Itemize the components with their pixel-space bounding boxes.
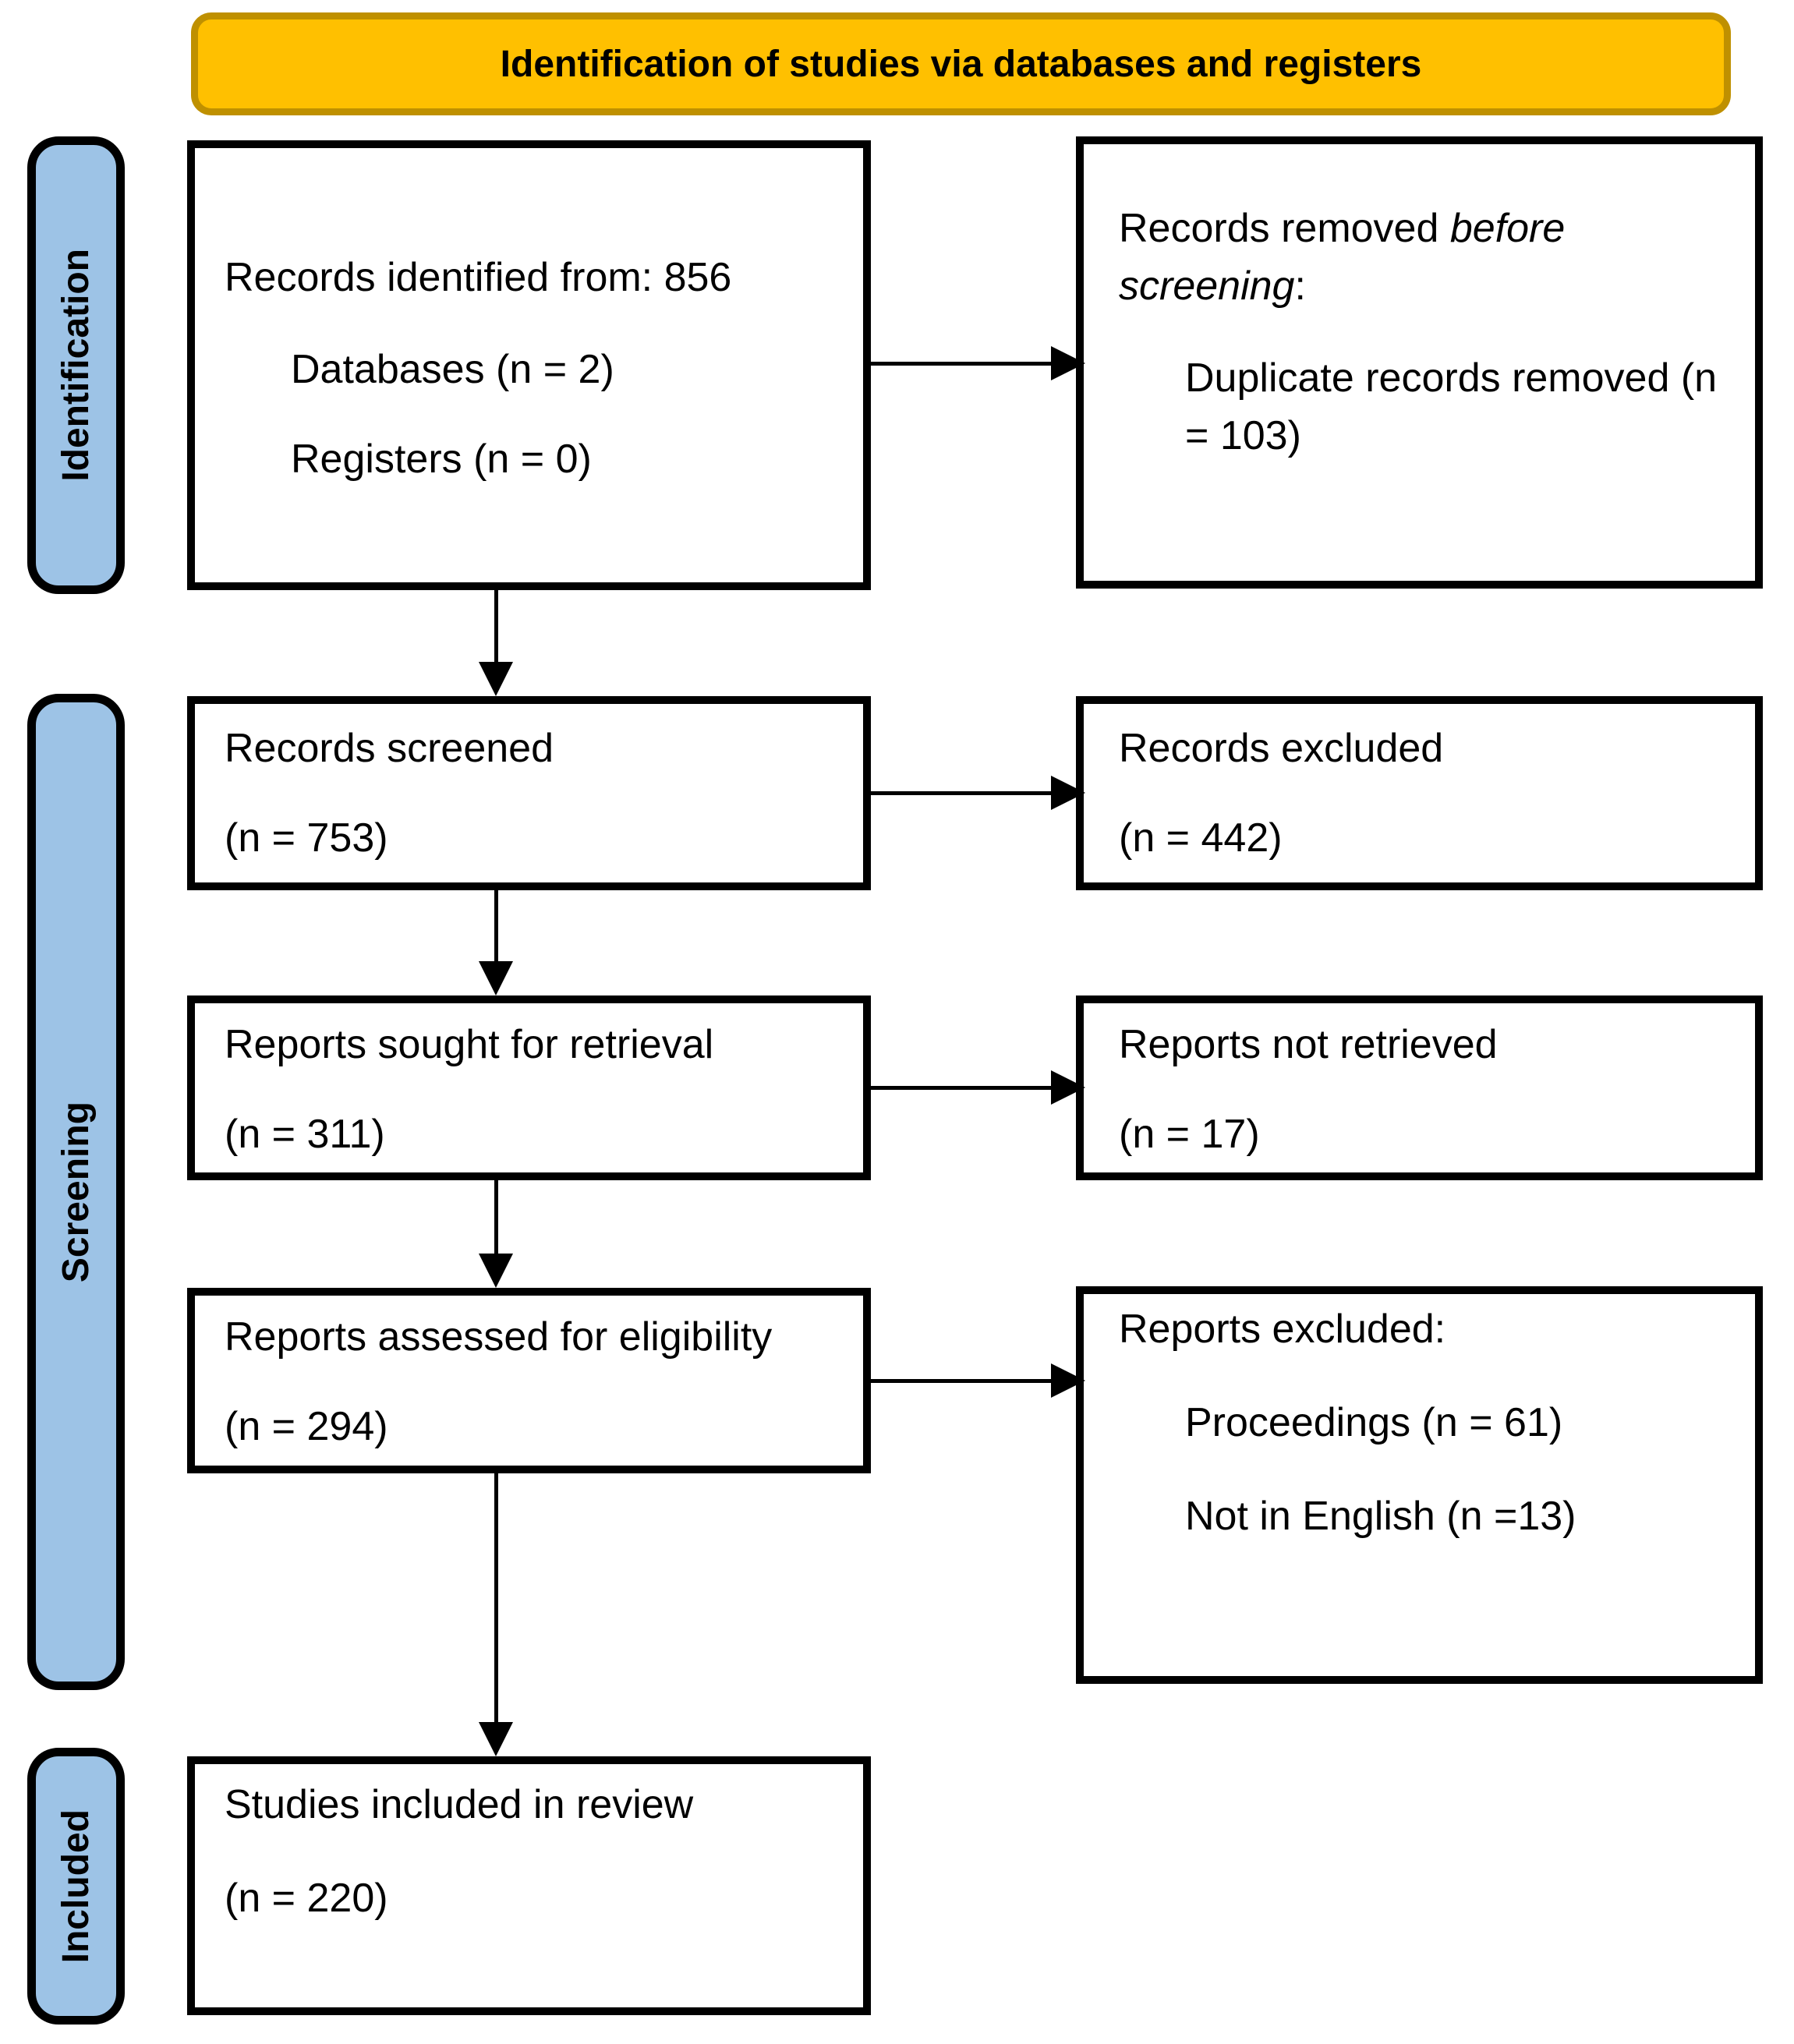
- reports-excluded-line: Reports excluded:: [1119, 1307, 1446, 1352]
- records-screened-line: Records screened: [225, 726, 554, 771]
- reports-assessed-count: (n = 294): [225, 1404, 388, 1449]
- studies-included-line: Studies included in review: [225, 1782, 694, 1827]
- box-studies-included: Studies included in review (n = 220): [187, 1756, 871, 2015]
- reports-sought-line: Reports sought for retrieval: [225, 1022, 714, 1067]
- banner-title: Identification of studies via databases …: [191, 12, 1731, 115]
- arrow-identified-to-screened-line: [494, 590, 498, 665]
- records-identified-line: Records identified from: 856: [225, 255, 732, 300]
- proceedings-line: Proceedings (n = 61): [1185, 1400, 1563, 1445]
- box-records-screened: Records screened (n = 753): [187, 696, 871, 890]
- stage-label-identification-text: Identification: [55, 249, 97, 482]
- databases-line: Databases (n = 2): [291, 347, 614, 392]
- stage-label-included-text: Included: [55, 1809, 97, 1964]
- records-removed-colon: :: [1294, 263, 1306, 309]
- box-records-identified: Records identified from: 856 Databases (…: [187, 140, 871, 590]
- box-reports-assessed: Reports assessed for eligibility (n = 29…: [187, 1288, 871, 1473]
- records-excluded-line: Records excluded: [1119, 726, 1444, 771]
- arrow-identified-to-removed-line: [871, 362, 1054, 366]
- registers-line: Registers (n = 0): [291, 437, 592, 482]
- records-excluded-count: (n = 442): [1119, 815, 1283, 861]
- arrow-sought-to-assessed-head-icon: [479, 1254, 513, 1288]
- arrow-screened-to-sought-head-icon: [479, 961, 513, 995]
- box-records-removed: Records removed before screening: Duplic…: [1076, 136, 1763, 589]
- stage-label-identification: Identification: [27, 136, 125, 594]
- reports-sought-count: (n = 311): [225, 1112, 385, 1157]
- stage-label-screening: Screening: [27, 694, 125, 1690]
- arrow-assessed-to-included-head-icon: [479, 1722, 513, 1756]
- duplicates-removed-line: Duplicate records removed (n = 103): [1185, 355, 1718, 458]
- box-reports-excluded: Reports excluded: Proceedings (n = 61) N…: [1076, 1286, 1763, 1684]
- arrow-assessed-to-included-line: [494, 1473, 498, 1725]
- reports-assessed-line: Reports assessed for eligibility: [225, 1314, 773, 1360]
- arrow-identified-to-screened-head-icon: [479, 662, 513, 696]
- arrow-screened-to-sought-line: [494, 890, 498, 964]
- reports-not-retrieved-line: Reports not retrieved: [1119, 1022, 1498, 1067]
- not-in-english-line: Not in English (n =13): [1185, 1494, 1576, 1539]
- box-reports-not-retrieved: Reports not retrieved (n = 17): [1076, 995, 1763, 1180]
- records-removed-line: Records removed before screening:: [1119, 200, 1587, 315]
- arrow-identified-to-removed-head-icon: [1051, 346, 1085, 380]
- banner-title-text: Identification of studies via databases …: [500, 43, 1422, 85]
- stage-label-included: Included: [27, 1748, 125, 2025]
- records-removed-normal: Records removed: [1119, 206, 1450, 251]
- stage-label-screening-text: Screening: [55, 1101, 97, 1283]
- arrow-assessed-to-rep-excluded-line: [871, 1379, 1054, 1383]
- box-records-excluded: Records excluded (n = 442): [1076, 696, 1763, 890]
- reports-not-retrieved-count: (n = 17): [1119, 1112, 1260, 1157]
- arrow-assessed-to-rep-excluded-head-icon: [1051, 1363, 1085, 1398]
- arrow-screened-to-excluded-line: [871, 791, 1054, 795]
- arrow-screened-to-excluded-head-icon: [1051, 776, 1085, 810]
- arrow-sought-to-not-retrieved-line: [871, 1086, 1054, 1090]
- arrow-sought-to-not-retrieved-head-icon: [1051, 1070, 1085, 1105]
- studies-included-count: (n = 220): [225, 1876, 388, 1921]
- records-screened-count: (n = 753): [225, 815, 388, 861]
- box-reports-sought: Reports sought for retrieval (n = 311): [187, 995, 871, 1180]
- arrow-sought-to-assessed-line: [494, 1180, 498, 1257]
- records-removed-italic: before screening: [1119, 206, 1566, 309]
